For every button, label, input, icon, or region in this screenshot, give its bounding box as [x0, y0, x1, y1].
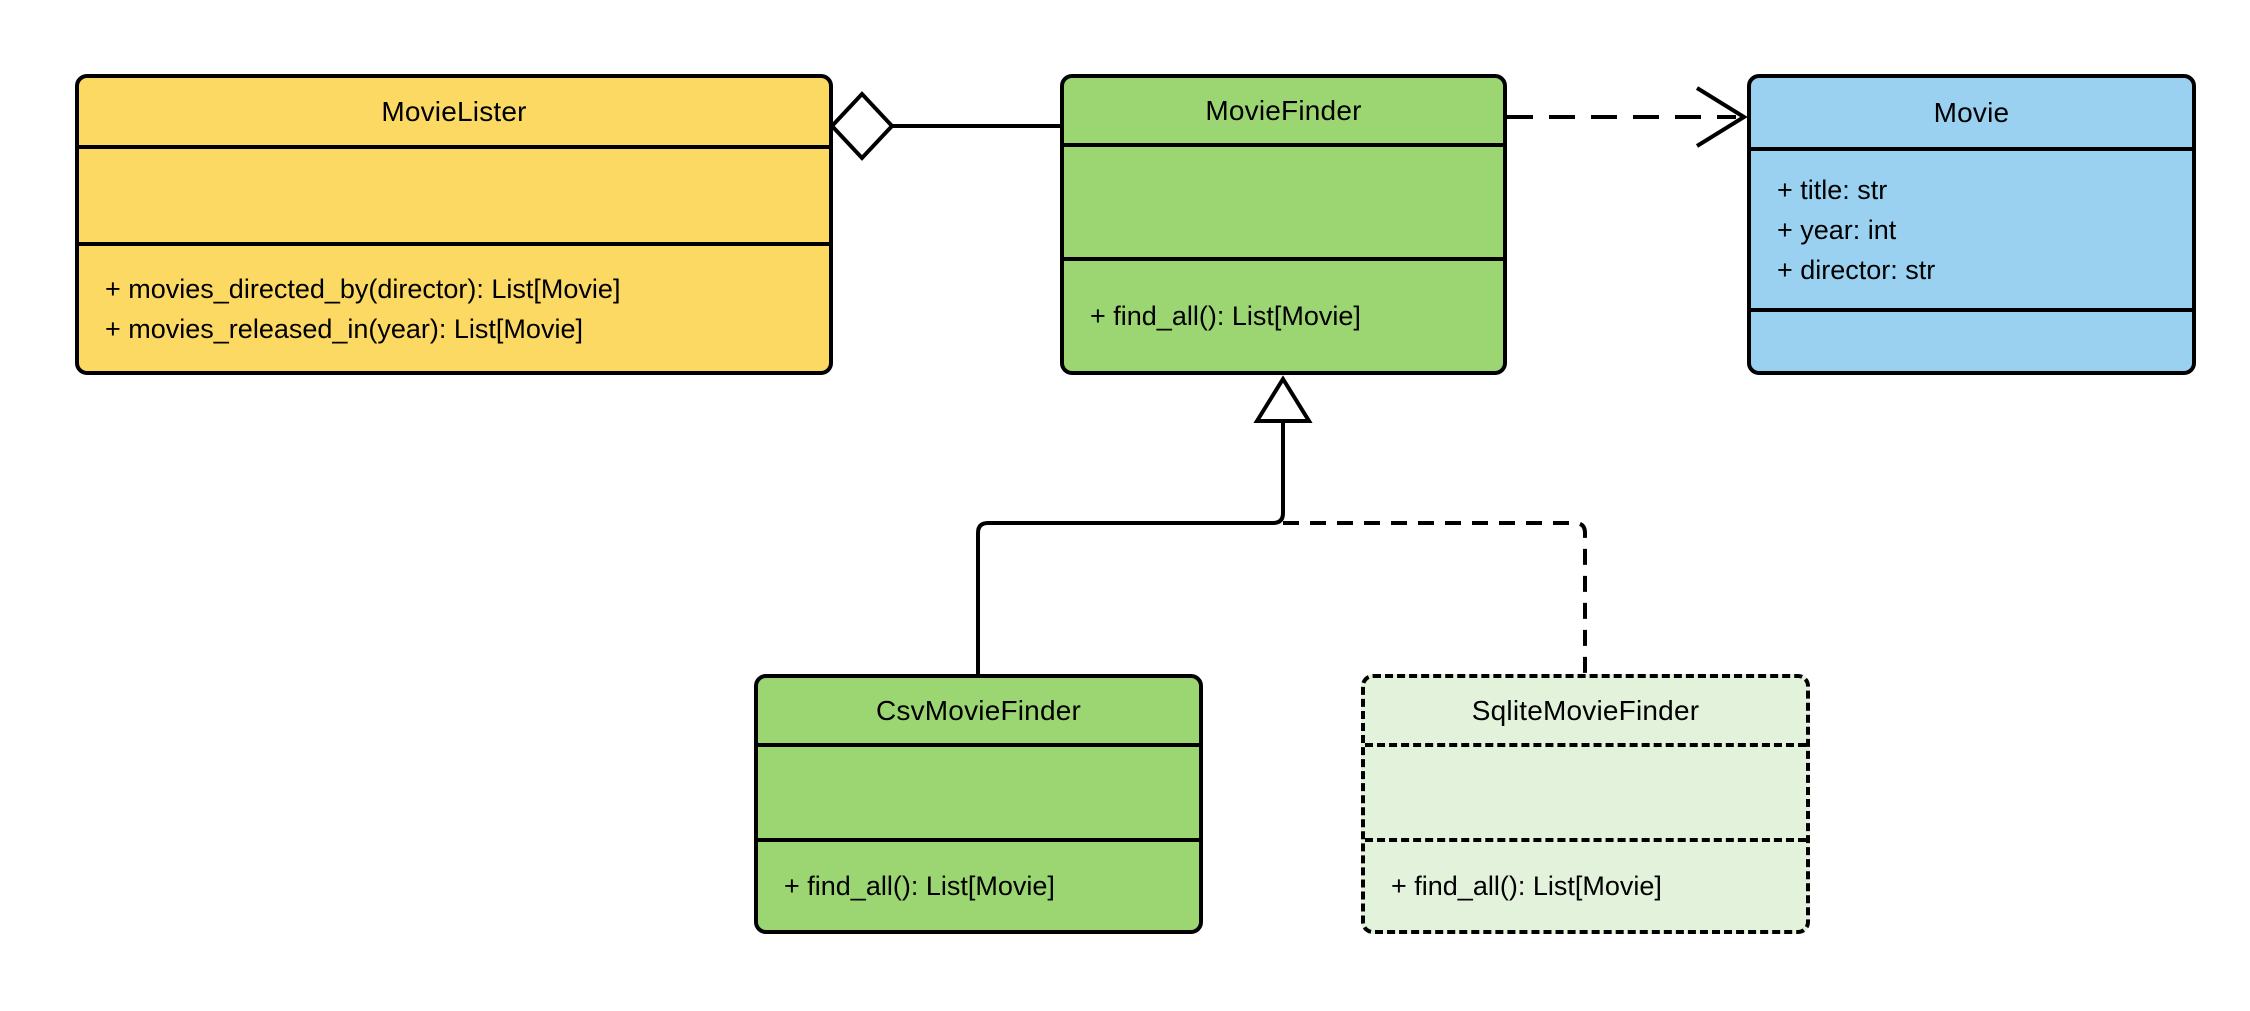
method-label: + find_all(): List[Movie]	[1391, 871, 1662, 901]
class-name-label: MovieFinder	[1205, 94, 1362, 126]
attributes-compartment	[758, 743, 1199, 838]
attribute-label: + director: str	[1777, 254, 1936, 285]
attribute-label: + title: str	[1777, 174, 1888, 205]
attributes-compartment	[1365, 743, 1806, 838]
method-label: + find_all(): List[Movie]	[784, 871, 1055, 901]
inheritance-link-solid	[976, 421, 1285, 674]
class-name-label: CsvMovieFinder	[875, 694, 1082, 726]
class-name-label: Movie	[1933, 96, 2010, 128]
methods-compartment: + movies_directed_by(director): List[Mov…	[79, 242, 829, 371]
methods-compartment: + find_all(): List[Movie]	[1365, 838, 1806, 930]
class-node-csvmoviefinder: CsvMovieFinder + find_all(): List[Movie]	[754, 674, 1203, 934]
aggregation-diamond-icon	[829, 91, 895, 161]
class-title: SqliteMovieFinder	[1365, 678, 1806, 743]
dependency-arrow-icon	[1695, 86, 1748, 148]
attributes-compartment	[1064, 143, 1503, 257]
method-label: + find_all(): List[Movie]	[1090, 301, 1361, 331]
methods-compartment: + find_all(): List[Movie]	[1064, 257, 1503, 371]
attributes-compartment	[79, 145, 829, 242]
class-name-label: MovieLister	[381, 95, 527, 127]
inheritance-arrow-icon	[1253, 375, 1313, 423]
class-title: MovieLister	[79, 78, 829, 145]
inheritance-link-dashed	[1283, 521, 1587, 674]
method-label: + movies_directed_by(director): List[Mov…	[105, 273, 621, 304]
methods-compartment: + find_all(): List[Movie]	[758, 838, 1199, 930]
class-node-moviefinder: MovieFinder + find_all(): List[Movie]	[1060, 74, 1507, 375]
attribute-label: + year: int	[1777, 214, 1897, 245]
class-title: Movie	[1751, 78, 2192, 147]
class-name-label: SqliteMovieFinder	[1471, 694, 1700, 726]
methods-compartment	[1751, 308, 2192, 371]
class-node-movie: Movie + title: str + year: int + directo…	[1747, 74, 2196, 375]
class-node-sqlitemoviefinder: SqliteMovieFinder + find_all(): List[Mov…	[1361, 674, 1810, 934]
class-title: MovieFinder	[1064, 78, 1503, 143]
class-node-movielister: MovieLister + movies_directed_by(directo…	[75, 74, 833, 375]
method-label: + movies_released_in(year): List[Movie]	[105, 313, 583, 344]
class-title: CsvMovieFinder	[758, 678, 1199, 743]
attributes-compartment: + title: str + year: int + director: str	[1751, 147, 2192, 308]
